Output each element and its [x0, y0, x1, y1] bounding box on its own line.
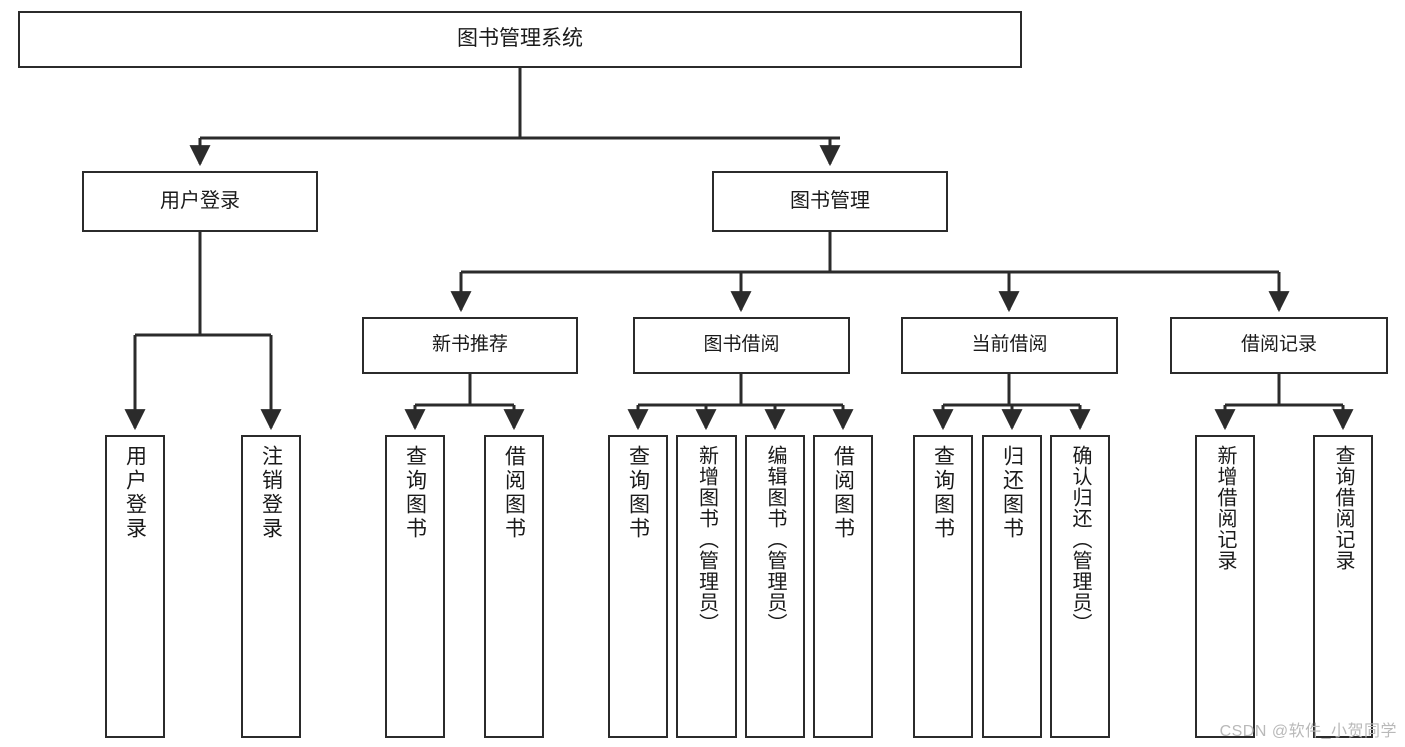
node-leaf-add-book-label: 新增图书（管理员）	[695, 445, 718, 634]
node-leaf-user-login-label: 用户登录	[123, 445, 147, 541]
edges-current-borrow-to-leaves	[932, 374, 1091, 431]
node-leaf-edit-book-label: 编辑图书（管理员）	[764, 445, 786, 634]
node-leaf-confirm-return-label: 确认归还（管理员）	[1069, 445, 1091, 634]
node-leaf-borrow-book-rec-label: 借阅图书	[502, 445, 526, 541]
node-book-borrow[interactable]: 图书借阅	[633, 317, 850, 374]
node-current-borrow[interactable]: 当前借阅	[901, 317, 1118, 374]
node-root-system[interactable]: 图书管理系统	[18, 11, 1022, 68]
node-leaf-borrow-book-label: 借阅图书	[831, 445, 855, 541]
edges-book-borrow-to-leaves	[627, 374, 854, 431]
node-new-book-recommend[interactable]: 新书推荐	[362, 317, 578, 374]
node-user-login-label: 用户登录	[160, 189, 240, 212]
node-leaf-edit-book[interactable]: 编辑图书（管理员）	[745, 435, 805, 738]
node-book-management[interactable]: 图书管理	[712, 171, 948, 232]
node-leaf-query-book-rec-label: 查询图书	[403, 445, 427, 541]
edges-root-to-level2	[189, 68, 841, 167]
node-leaf-query-book-label: 查询图书	[626, 445, 650, 541]
node-user-login[interactable]: 用户登录	[82, 171, 318, 232]
node-leaf-query-book[interactable]: 查询图书	[608, 435, 668, 738]
node-borrow-record[interactable]: 借阅记录	[1170, 317, 1388, 374]
node-borrow-record-label: 借阅记录	[1240, 334, 1317, 356]
node-book-management-label: 图书管理	[790, 189, 870, 212]
node-leaf-add-book[interactable]: 新增图书（管理员）	[676, 435, 737, 738]
node-leaf-logout-label: 注销登录	[259, 445, 283, 541]
node-leaf-return-book[interactable]: 归还图书	[982, 435, 1042, 738]
node-leaf-query-book-cur[interactable]: 查询图书	[913, 435, 973, 738]
node-leaf-return-book-label: 归还图书	[1000, 445, 1024, 541]
node-leaf-query-book-cur-label: 查询图书	[931, 445, 955, 541]
node-leaf-add-record-label: 新增借阅记录	[1214, 445, 1236, 571]
node-leaf-borrow-book-rec[interactable]: 借阅图书	[484, 435, 544, 738]
node-new-book-recommend-label: 新书推荐	[431, 334, 508, 356]
node-leaf-query-record-label: 查询借阅记录	[1332, 445, 1354, 571]
edges-borrow-record-to-leaves	[1214, 374, 1354, 431]
edges-new-book-recommend-to-leaves	[404, 374, 525, 431]
edges-user-login-to-leaves	[124, 232, 282, 431]
node-leaf-confirm-return[interactable]: 确认归还（管理员）	[1050, 435, 1110, 738]
node-leaf-add-record[interactable]: 新增借阅记录	[1195, 435, 1255, 738]
node-leaf-logout[interactable]: 注销登录	[241, 435, 301, 738]
node-leaf-user-login[interactable]: 用户登录	[105, 435, 165, 738]
node-root-label: 图书管理系统	[457, 27, 583, 51]
node-book-borrow-label: 图书借阅	[703, 334, 780, 356]
node-leaf-query-record[interactable]: 查询借阅记录	[1313, 435, 1373, 738]
edges-book-management-to-level3	[450, 232, 1290, 313]
node-current-borrow-label: 当前借阅	[971, 334, 1048, 356]
node-leaf-query-book-rec[interactable]: 查询图书	[385, 435, 445, 738]
node-leaf-borrow-book[interactable]: 借阅图书	[813, 435, 873, 738]
